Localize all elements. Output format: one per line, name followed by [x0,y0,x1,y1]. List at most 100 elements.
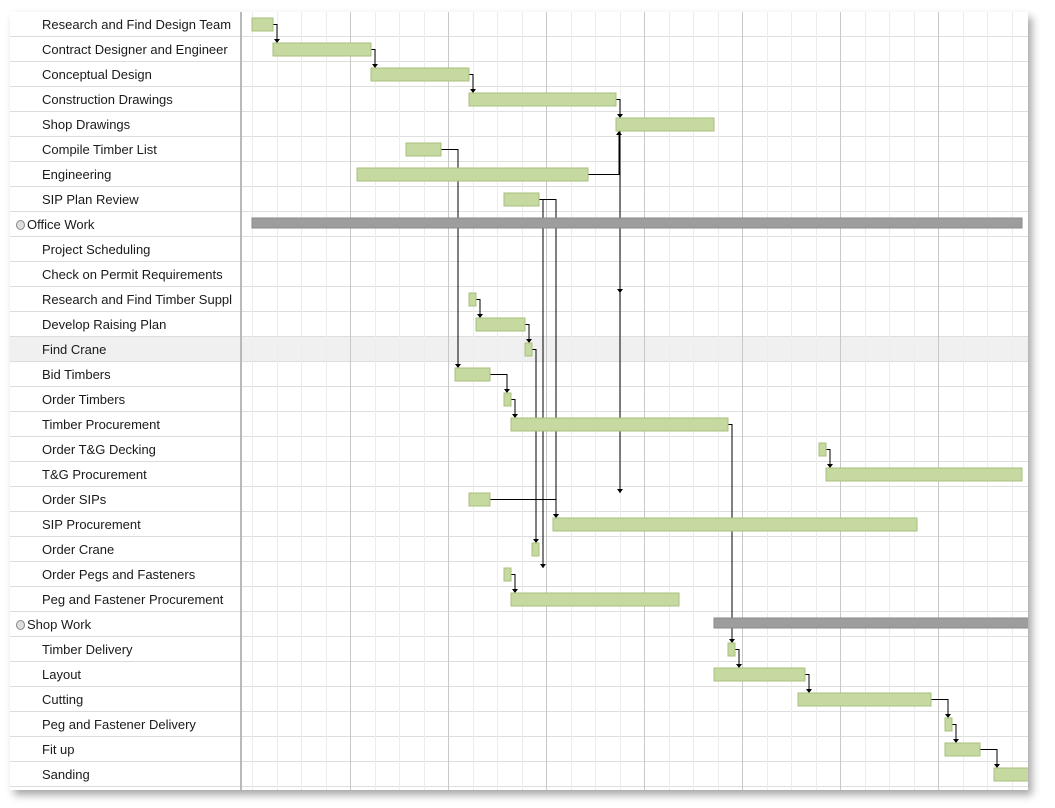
summary-bar[interactable] [251,217,1023,229]
collapse-toggle-icon[interactable] [16,220,25,230]
task-bar[interactable] [251,17,274,32]
task-name: Research and Find Design Team [42,17,232,32]
gantt-chart [242,12,1028,790]
dependency-arrow-icon [470,89,476,93]
dependency-arrow-icon [274,39,280,43]
dependency-arrow-icon [540,564,546,568]
task-row[interactable]: Develop Raising Plan [10,312,240,337]
task-bar[interactable] [944,742,981,757]
task-row[interactable]: Order T&G Decking [10,437,240,462]
task-row[interactable]: Order Timbers [10,387,240,412]
task-row[interactable]: SIP Plan Review [10,187,240,212]
task-bar[interactable] [944,717,953,732]
dependency-link [539,199,557,518]
task-bar[interactable] [524,342,533,357]
task-row[interactable]: Research and Find Design Team [10,12,240,37]
task-bar[interactable] [615,117,715,132]
task-bar[interactable] [454,367,491,382]
task-row[interactable]: Fit up [10,737,240,762]
task-row[interactable]: Contract Designer and Engineer [10,37,240,62]
task-bar[interactable] [356,167,589,182]
task-row[interactable]: Check on Permit Requirements [10,262,240,287]
task-bar[interactable] [503,192,540,207]
dependency-arrow-icon [736,664,742,668]
dependency-link [490,374,508,393]
task-name: Bid Timbers [42,367,111,382]
task-bar[interactable] [468,292,477,307]
task-bar[interactable] [825,467,1023,482]
dependency-arrow-icon [477,314,483,318]
task-bar[interactable] [370,67,470,82]
task-bar[interactable] [818,442,827,457]
dependency-link [980,749,998,768]
task-row[interactable]: Timber Delivery [10,637,240,662]
summary-task-row[interactable]: Shop Work [10,612,240,637]
dependency-link [735,649,740,668]
task-bar[interactable] [272,42,372,57]
task-bar[interactable] [531,542,540,557]
dependency-arrow-icon [945,714,951,718]
dependency-link [441,149,459,368]
task-name: Research and Find Timber Suppl [42,292,233,307]
collapse-toggle-icon[interactable] [16,620,25,630]
task-row[interactable]: Conceptual Design [10,62,240,87]
task-row[interactable]: Layout [10,662,240,687]
task-bar[interactable] [797,692,932,707]
dependency-link [826,449,831,468]
task-bar[interactable] [510,592,680,607]
task-row[interactable]: Order Crane [10,537,240,562]
dependency-link [371,49,376,68]
task-name: Develop Raising Plan [42,317,167,332]
task-row[interactable]: Peg and Fastener Delivery [10,712,240,737]
dependency-link [952,724,957,743]
task-row[interactable]: Sanding [10,762,240,787]
dependency-link [273,24,278,43]
task-row[interactable]: Peg and Fastener Procurement [10,587,240,612]
task-name: Construction Drawings [42,92,173,107]
summary-task-row[interactable]: Office Work [10,212,240,237]
task-row[interactable]: Research and Find Timber Suppl [10,287,240,312]
task-row[interactable]: SIP Procurement [10,512,240,537]
task-row[interactable]: Order SIPs [10,487,240,512]
task-row[interactable]: Bid Timbers [10,362,240,387]
task-bar[interactable] [405,142,442,157]
task-name: Fit up [42,742,75,757]
task-row[interactable]: T&G Procurement [10,462,240,487]
task-name: Peg and Fastener Delivery [42,717,196,732]
dependency-link [476,299,481,318]
task-bar[interactable] [503,392,512,407]
task-bar[interactable] [468,492,491,507]
task-row[interactable]: Shop Drawings [10,112,240,137]
task-bar[interactable] [475,317,526,332]
task-bar[interactable] [503,567,512,582]
dependency-arrow-icon [827,464,833,468]
dependency-link [805,674,810,693]
task-name: Engineering [42,167,112,182]
task-row[interactable]: Cutting [10,687,240,712]
task-bar[interactable] [468,92,617,107]
task-bar[interactable] [552,517,918,532]
task-row[interactable]: Find Crane [10,337,240,362]
task-row[interactable]: Engineering [10,162,240,187]
task-name: Order T&G Decking [42,442,156,457]
task-row[interactable]: Project Scheduling [10,237,240,262]
task-row[interactable]: Timber Procurement [10,412,240,437]
task-bar[interactable] [993,767,1028,782]
task-bar[interactable] [727,642,736,657]
task-row[interactable]: Compile Timber List [10,137,240,162]
task-name: Order SIPs [42,492,107,507]
task-name: Peg and Fastener Procurement [42,592,224,607]
task-row[interactable]: Construction Drawings [10,87,240,112]
dependency-link [728,424,733,643]
task-bar[interactable] [713,667,806,682]
task-name: Cutting [42,692,84,707]
task-row[interactable]: Order Pegs and Fasteners [10,562,240,587]
gantt-chart-canvas [242,12,1028,790]
task-bar[interactable] [510,417,729,432]
dependency-arrow-icon [512,589,518,593]
summary-bar[interactable] [713,617,1028,629]
dependency-link [616,99,621,493]
selected-row-highlight [242,337,1028,362]
